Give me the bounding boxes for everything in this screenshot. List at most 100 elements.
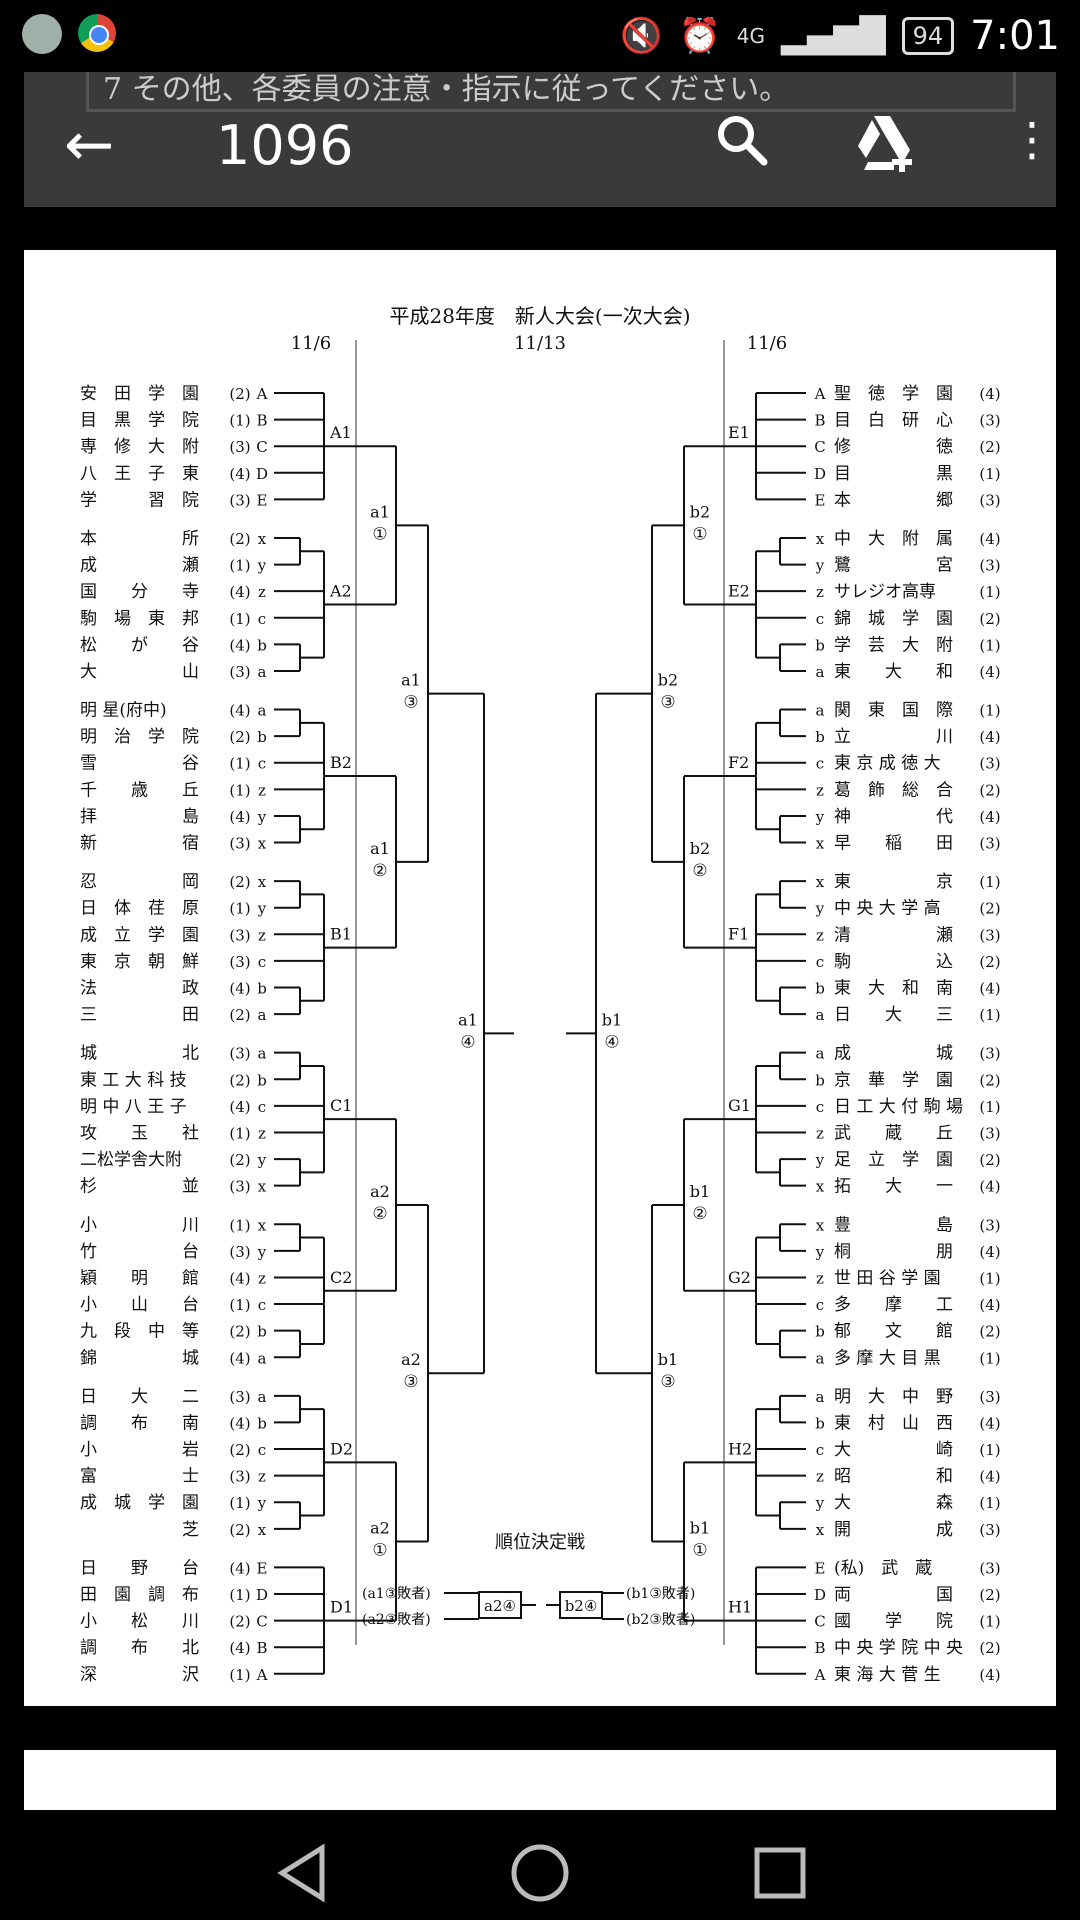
team-seed: (3) xyxy=(979,1521,1000,1539)
team-name: 立 川 xyxy=(834,727,953,747)
team-name: 成 立 学 園 xyxy=(80,925,199,945)
team-seed: (1) xyxy=(229,781,250,799)
team-name: 修 徳 xyxy=(834,437,953,457)
team-seed: (4) xyxy=(979,1178,1000,1196)
team-seed: (4) xyxy=(229,1269,250,1287)
team-name: 日 大 二 xyxy=(80,1387,199,1407)
team-slot: D xyxy=(256,1586,268,1604)
round2-mark: ② xyxy=(692,1204,707,1224)
team-seed: (3) xyxy=(229,835,250,853)
round2-mark: ② xyxy=(692,861,707,881)
team-slot: b xyxy=(257,1414,267,1432)
team-name: 日 体 荏 原 xyxy=(80,899,199,919)
team-name: 駒 場 東 邦 xyxy=(80,609,199,629)
group-label: E2 xyxy=(728,581,750,600)
team-seed: (4) xyxy=(229,702,250,720)
back-arrow-icon[interactable]: ← xyxy=(64,110,115,180)
team-name: 忍 岡 xyxy=(80,872,199,892)
team-slot: E xyxy=(815,1559,826,1577)
nav-recents-icon[interactable] xyxy=(745,1838,815,1908)
team-seed: (4) xyxy=(229,1414,250,1432)
team-seed: (2) xyxy=(229,1613,250,1631)
team-name: 中 大 附 属 xyxy=(834,529,953,549)
team-slot: x xyxy=(816,835,825,853)
team-seed: (3) xyxy=(979,926,1000,944)
team-slot: z xyxy=(816,583,824,601)
round2-label: a1 xyxy=(370,502,390,521)
team-name: 國 学 院 xyxy=(834,1612,953,1632)
team-name: 東 京 xyxy=(834,872,953,892)
team-seed: (1) xyxy=(229,1124,250,1142)
team-slot: x xyxy=(816,1521,825,1539)
team-slot: E xyxy=(257,491,268,509)
team-slot: E xyxy=(257,1559,268,1577)
nav-home-icon[interactable] xyxy=(505,1838,575,1908)
search-icon[interactable] xyxy=(714,112,770,181)
round3-mark: ③ xyxy=(660,1372,675,1392)
team-name: 本 所 xyxy=(80,529,199,549)
group-label: E1 xyxy=(728,423,750,442)
team-name: 日 工 大 付 駒 場 xyxy=(834,1097,963,1117)
team-name: 安 田 学 園 xyxy=(80,384,199,404)
team-name: 法 政 xyxy=(80,979,199,999)
team-seed: (4) xyxy=(229,583,250,601)
team-seed: (3) xyxy=(979,1559,1000,1577)
round3-label: a2 xyxy=(401,1350,421,1369)
team-name: 小 川 xyxy=(80,1215,199,1235)
team-name: 鷺 宮 xyxy=(834,556,953,576)
team-seed: (3) xyxy=(229,1045,250,1063)
playoff-title: 順位決定戦 xyxy=(495,1532,585,1553)
team-slot: D xyxy=(814,1586,826,1604)
round3-label: a1 xyxy=(401,671,421,690)
team-seed: (4) xyxy=(229,1559,250,1577)
team-slot: c xyxy=(258,1296,266,1314)
team-seed: (3) xyxy=(229,1178,250,1196)
team-slot: y xyxy=(257,808,267,826)
team-name: 拓 大 一 xyxy=(834,1177,953,1197)
team-seed: (4) xyxy=(229,636,250,654)
team-slot: A xyxy=(814,1666,826,1684)
network-type: 4G xyxy=(736,24,766,48)
team-seed: (2) xyxy=(979,953,1000,971)
team-name: 小 松 川 xyxy=(80,1612,199,1632)
team-seed: (1) xyxy=(979,1098,1000,1116)
more-vert-icon[interactable]: ⋮ xyxy=(1009,112,1055,166)
date-center: 11/13 xyxy=(514,333,566,354)
team-slot: x xyxy=(258,1216,267,1234)
team-name: 城 北 xyxy=(80,1044,199,1064)
team-name: 調 布 南 xyxy=(80,1413,199,1433)
team-slot: D xyxy=(256,465,268,483)
team-seed: (2) xyxy=(229,385,250,403)
team-seed: (3) xyxy=(979,557,1000,575)
navigation-bar xyxy=(0,1812,1080,1920)
group-label: C2 xyxy=(330,1268,352,1287)
drive-add-icon[interactable] xyxy=(854,112,920,185)
team-name: 杉 並 xyxy=(80,1177,199,1197)
team-name: 東 工 大 科 技 xyxy=(80,1070,187,1090)
team-slot: b xyxy=(815,1414,825,1432)
team-name: 新 宿 xyxy=(80,834,199,854)
group-label: H1 xyxy=(728,1598,752,1617)
team-name: 専 修 大 附 xyxy=(80,437,199,457)
team-seed: (1) xyxy=(229,1216,250,1234)
team-seed: (1) xyxy=(979,1269,1000,1287)
team-seed: (4) xyxy=(229,465,250,483)
team-slot: x xyxy=(258,873,267,891)
team-name: 調 布 北 xyxy=(80,1638,199,1658)
team-name: 東 大 和 xyxy=(834,662,953,682)
group-label: F1 xyxy=(728,925,749,944)
team-seed: (4) xyxy=(229,1098,250,1116)
team-seed: (1) xyxy=(229,412,250,430)
team-slot: b xyxy=(815,1071,825,1089)
team-slot: C xyxy=(256,1613,267,1631)
team-name: 三 田 xyxy=(80,1005,199,1025)
team-seed: (2) xyxy=(979,900,1000,918)
nav-back-icon[interactable] xyxy=(270,1838,340,1908)
team-name: 国 分 寺 xyxy=(80,582,199,602)
team-seed: (1) xyxy=(979,583,1000,601)
team-seed: (2) xyxy=(229,1441,250,1459)
team-seed: (2) xyxy=(229,530,250,548)
team-slot: z xyxy=(816,1468,824,1486)
team-slot: y xyxy=(815,557,825,575)
team-seed: (1) xyxy=(229,610,250,628)
